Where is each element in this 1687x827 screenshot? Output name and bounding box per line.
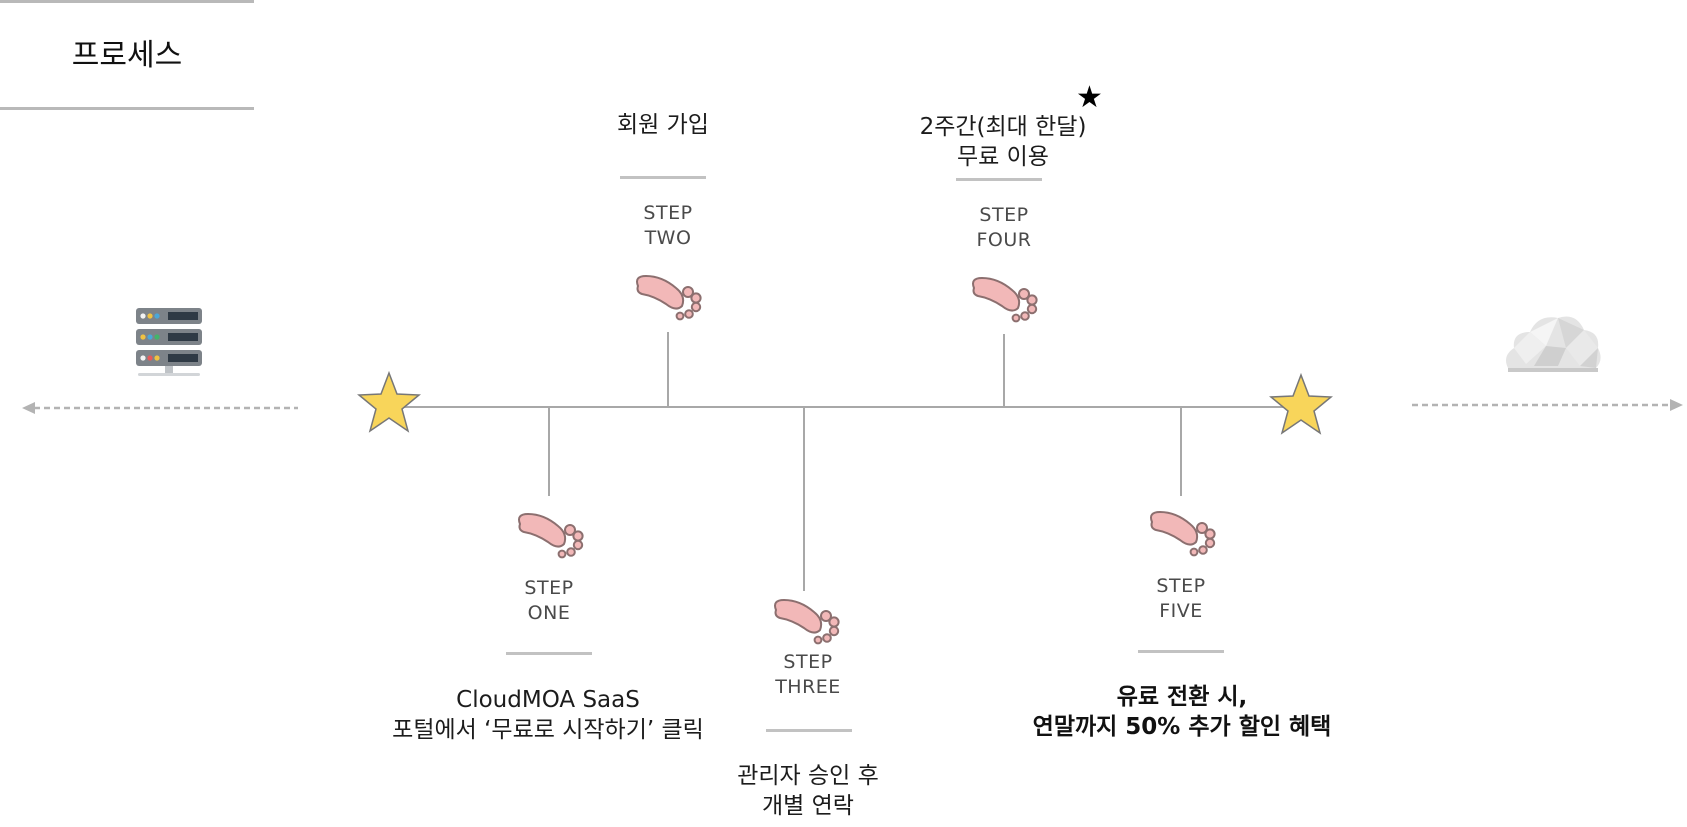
step-one-desc-line2: 포털에서 ‘무료로 시작하기’ 클릭 — [392, 717, 704, 743]
footprint-icon — [636, 274, 702, 321]
step-three-desc: 관리자 승인 후 개별 연락 — [708, 761, 908, 821]
step-four-separator — [956, 178, 1042, 181]
connector-step-two — [667, 332, 669, 406]
step-four-label: STEP FOUR — [934, 203, 1074, 253]
page-title: 프로세스 — [71, 38, 183, 73]
step-three-desc-line1: 관리자 승인 후 — [737, 763, 879, 789]
step-five-desc-line1: 유료 전환 시, — [1116, 684, 1248, 710]
connector-step-four — [1003, 334, 1005, 406]
step-one-label-word: ONE — [527, 602, 571, 624]
step-four-label-num: STEP — [979, 204, 1029, 226]
step-four-desc-line2: 무료 이용 — [957, 144, 1049, 170]
connector-step-five — [1180, 407, 1182, 496]
step-two-label-word: TWO — [644, 227, 692, 249]
footprint-icon — [1150, 510, 1216, 557]
timeline-axis — [388, 406, 1288, 408]
step-two-desc: 회원 가입 — [568, 110, 758, 140]
header-top-rule — [0, 0, 254, 3]
step-two-label-num: STEP — [643, 202, 693, 224]
step-five-label-num: STEP — [1156, 575, 1206, 597]
step-three-label-word: THREE — [775, 676, 841, 698]
step-one-desc-line1: CloudMOA SaaS — [456, 687, 640, 713]
header-bottom-rule — [0, 107, 254, 110]
footprint-icon — [774, 598, 840, 645]
step-three-separator — [766, 729, 852, 732]
connector-step-one — [548, 407, 550, 496]
step-two-separator — [620, 176, 706, 179]
end-star-icon — [1269, 372, 1333, 435]
step-two-desc-line1: 회원 가입 — [617, 112, 709, 138]
start-star-icon — [357, 370, 421, 433]
footprint-icon — [518, 512, 584, 559]
step-five-label-word: FIVE — [1159, 600, 1203, 622]
footprint-icon — [972, 276, 1038, 323]
right-dashed-arrow — [1412, 399, 1683, 411]
connector-step-three — [803, 407, 805, 591]
step-two-label: STEP TWO — [598, 201, 738, 251]
step-five-label: STEP FIVE — [1111, 574, 1251, 624]
star-mark: ★ — [1076, 80, 1103, 115]
step-one-separator — [506, 652, 592, 655]
step-five-desc: 유료 전환 시, 연말까지 50% 추가 할인 혜택 — [1012, 682, 1352, 742]
cloud-icon — [1506, 316, 1601, 372]
step-four-desc: 2주간(최대 한달) 무료 이용 — [888, 112, 1118, 172]
step-five-separator — [1138, 650, 1224, 653]
step-one-label-num: STEP — [524, 577, 574, 599]
step-one-label: STEP ONE — [479, 576, 619, 626]
step-three-label: STEP THREE — [738, 650, 878, 700]
step-one-desc: CloudMOA SaaS 포털에서 ‘무료로 시작하기’ 클릭 — [370, 685, 726, 745]
step-four-desc-line1: 2주간(최대 한달) — [919, 114, 1087, 140]
step-four-label-word: FOUR — [976, 229, 1032, 251]
step-three-label-num: STEP — [783, 651, 833, 673]
step-five-desc-line2: 연말까지 50% 추가 할인 혜택 — [1032, 714, 1332, 740]
step-three-desc-line2: 개별 연락 — [762, 793, 854, 819]
server-icon — [136, 308, 202, 376]
left-dashed-arrow — [22, 402, 298, 414]
